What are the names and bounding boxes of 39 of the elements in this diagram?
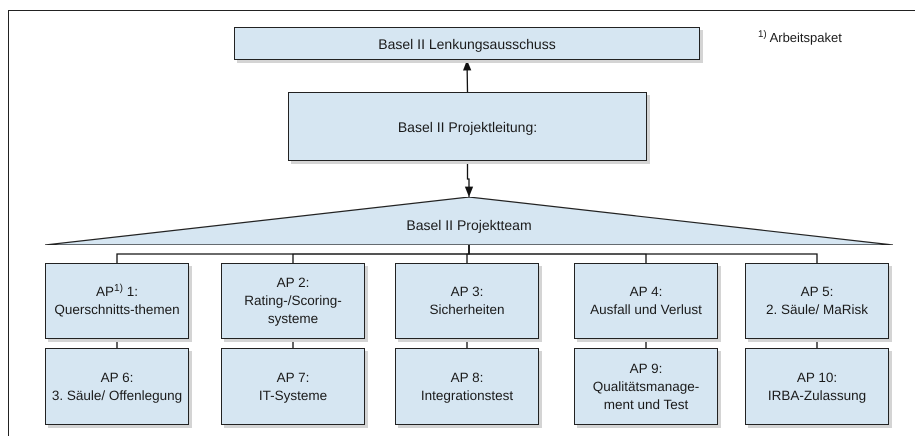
node-title: AP 4: — [628, 283, 664, 301]
node-title: AP$^{1)}$ 1: — [94, 283, 140, 301]
process-box — [288, 92, 647, 161]
footnote: $^{1)}$ Arbeitspaket — [758, 28, 842, 47]
work-package-box — [574, 263, 718, 339]
work-package-box — [745, 348, 889, 425]
connector-line — [468, 245, 818, 263]
node-title: AP 10: — [796, 368, 838, 386]
node-title: AP 7: — [276, 368, 310, 386]
node-title: Basel II Projektleitung: — [398, 118, 538, 136]
work-package-box — [45, 263, 189, 339]
node-title: Basel II Projektteam — [406, 216, 532, 235]
node-title: AP 8: — [450, 368, 484, 386]
work-package-box — [221, 348, 365, 425]
node-description: Ausfall und Verlust — [589, 301, 703, 319]
node-title: AP 5: — [800, 283, 834, 301]
node-description: Integrationstest — [420, 386, 514, 404]
node-description: 3. Säule/ Offenlegung — [50, 386, 184, 404]
arrow — [464, 161, 474, 197]
node-description: Rating-/Scoring-systeme — [243, 292, 343, 328]
work-package-box — [395, 263, 539, 339]
team-triangle — [45, 197, 893, 245]
node-description: Sicherheiten — [428, 301, 506, 319]
node-title: Basel II Lenkungsausschuss — [378, 34, 556, 52]
node-description: 2. Säule/ MaRisk — [764, 301, 870, 319]
node-description: IT-Systeme — [258, 386, 328, 404]
work-package-box — [221, 263, 365, 339]
node-description: IRBA-Zulassung — [766, 386, 868, 404]
node-description: Querschnitts-themen — [53, 301, 181, 319]
node-title: AP 9: — [628, 360, 664, 378]
work-package-box — [45, 348, 189, 425]
work-package-box — [395, 348, 539, 425]
node-title: AP 3: — [450, 283, 484, 301]
node-title: AP 2: — [276, 274, 310, 292]
work-package-box — [574, 348, 718, 425]
work-package-box — [745, 263, 889, 339]
node-description: Qualitätsmanage-ment und Test — [592, 378, 700, 414]
process-box — [234, 27, 700, 60]
node-title: AP 6: — [100, 368, 134, 386]
